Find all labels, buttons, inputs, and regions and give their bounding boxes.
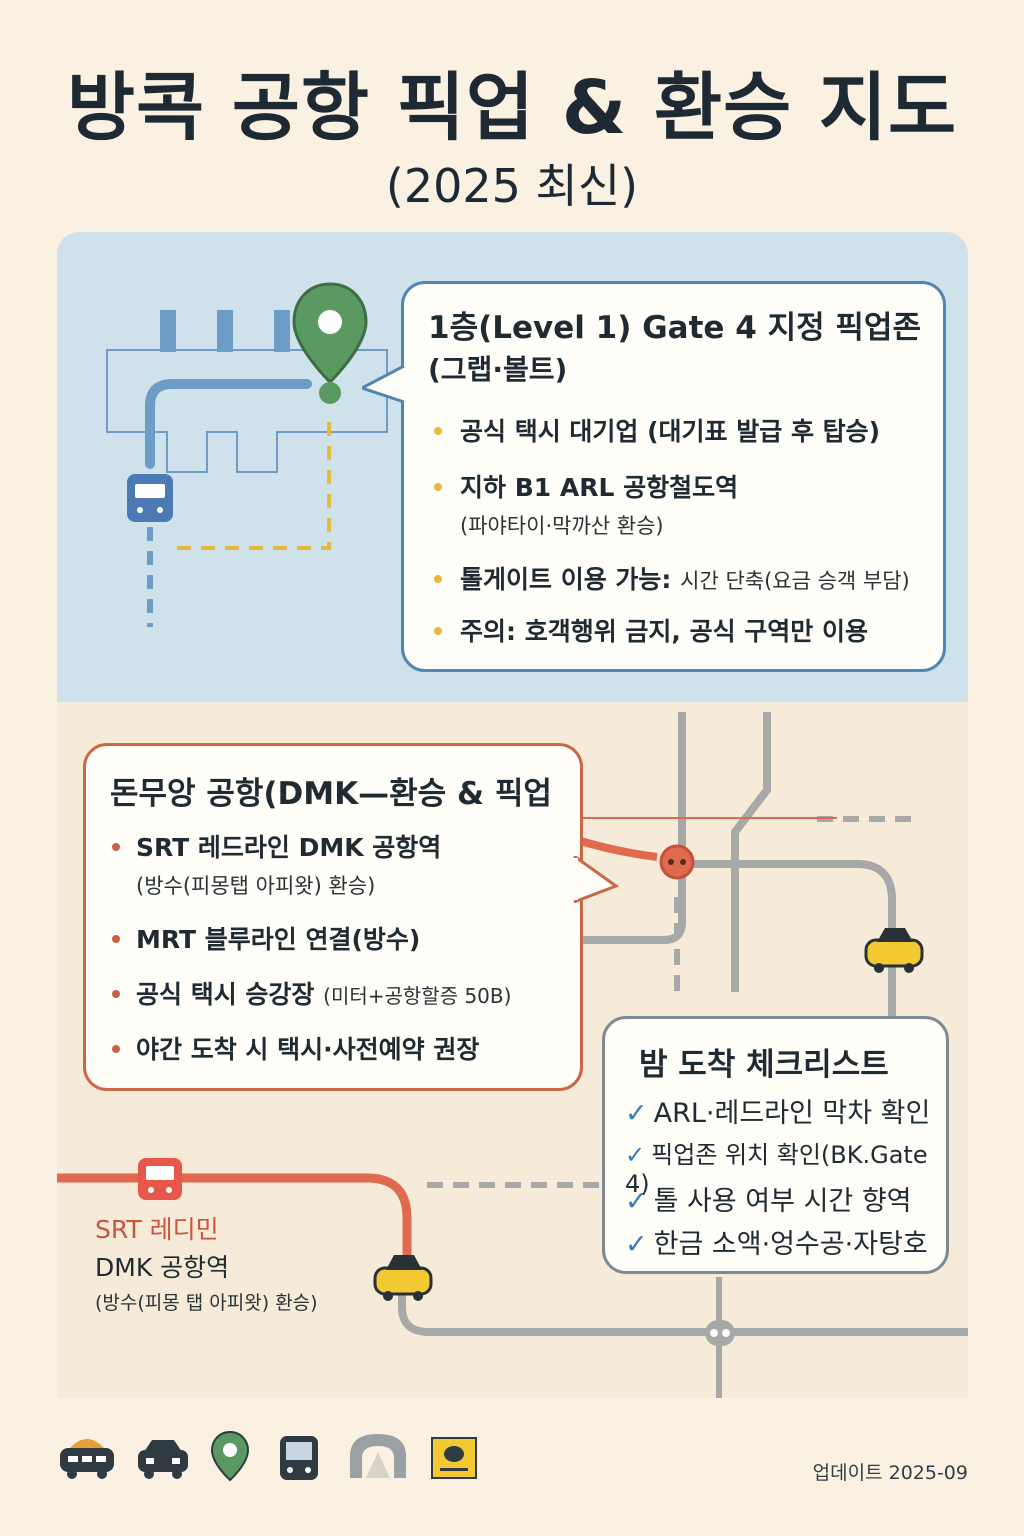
map-label-dmk-station: DMK 공항역 bbox=[95, 1253, 230, 1282]
checkmark-icon: ✓ bbox=[625, 1141, 646, 1169]
callout-pointer-top bbox=[362, 366, 411, 404]
suvarnabhumi-item-2-sub: (파야타이·막까산 환승) bbox=[460, 514, 664, 538]
legend bbox=[60, 1430, 477, 1482]
checkmark-icon: ✓ bbox=[625, 1186, 648, 1217]
bus-icon bbox=[280, 1436, 318, 1480]
bullet-icon bbox=[112, 843, 120, 851]
suvarnabhumi-info-card: 1층(Level 1) Gate 4 지정 픽업존 (그랩·볼트) 공식 택시 … bbox=[401, 281, 946, 672]
page-subtitle: (2025 최신) bbox=[385, 159, 639, 213]
suvarnabhumi-card-subtitle: (그랩·볼트) bbox=[428, 353, 568, 386]
dmk-card-title: 돈무앙 공항(DMK—환승 & 픽업 bbox=[110, 776, 552, 812]
terminal-gate-1 bbox=[160, 310, 176, 352]
checklist-item-2: ✓픽업존 위치 확인(BK.Gate 4) bbox=[625, 1141, 928, 1198]
dmk-item-4: 야간 도착 시 택시·사전예약 권장 bbox=[136, 1035, 480, 1064]
bus-stop-icon bbox=[127, 474, 173, 522]
bullet-icon bbox=[112, 990, 120, 998]
suvarnabhumi-map bbox=[106, 282, 388, 627]
taxi-icon bbox=[60, 1439, 114, 1479]
taxi-map-icon-1 bbox=[864, 928, 924, 973]
map-pin-icon bbox=[210, 1430, 250, 1482]
dmk-item-1-sub: (방수(피몽탭 아피왓) 환승) bbox=[136, 874, 376, 898]
dmk-station-icon bbox=[659, 844, 695, 880]
srt-train-icon bbox=[138, 1158, 182, 1200]
dmk-item-2: MRT 블루라인 연결(방수) bbox=[136, 925, 421, 954]
bullet-icon bbox=[434, 483, 442, 491]
night-checklist-card: 밤 도착 체크리스트 ✓ARL·레드라인 막차 확인 ✓픽업존 위치 확인(BK… bbox=[602, 1016, 949, 1274]
terminal-outline bbox=[106, 349, 388, 473]
checkmark-icon: ✓ bbox=[625, 1098, 648, 1129]
pickup-zone-pin-icon bbox=[292, 282, 368, 404]
suvarnabhumi-item-2: 지하 B1 ARL 공항철도역 bbox=[460, 473, 739, 502]
checklist-item-1: ✓ARL·레드라인 막차 확인 bbox=[625, 1098, 931, 1129]
suvarnabhumi-card-title: 1층(Level 1) Gate 4 지정 픽업존 bbox=[428, 310, 921, 346]
suvarnabhumi-item-4: 주의: 호객행위 금지, 공식 구역만 이용 bbox=[460, 617, 869, 646]
rail-line-gray-2 bbox=[731, 712, 771, 992]
tunnel-icon bbox=[350, 1434, 406, 1478]
bullet-icon bbox=[434, 575, 442, 583]
car-icon bbox=[138, 1440, 188, 1479]
page-title: 방콕 공항 픽업 & 환승 지도 bbox=[66, 65, 958, 151]
map-label-transfer: (방수(피몽 탭 아피왓) 환승) bbox=[95, 1292, 318, 1314]
checklist-item-4: ✓한금 소액·엉수공·자탕호 bbox=[625, 1229, 928, 1260]
checklist-item-3: ✓톨 사용 여부 시간 향역 bbox=[625, 1186, 912, 1217]
suvarnabhumi-item-1: 공식 택시 대기업 (대기표 발급 후 탑승) bbox=[460, 417, 881, 446]
checklist-title: 밤 도착 체크리스트 bbox=[639, 1047, 889, 1083]
bullet-icon bbox=[112, 935, 120, 943]
ticket-icon bbox=[431, 1437, 477, 1479]
bullet-icon bbox=[434, 427, 442, 435]
terminal-gate-2 bbox=[217, 310, 233, 352]
callout-pointer-dmk bbox=[572, 856, 620, 904]
taxi-map-icon-2 bbox=[373, 1255, 433, 1301]
dmk-map bbox=[57, 712, 968, 1398]
suvarnabhumi-item-3: 톨게이트 이용 가능: 시간 단축(요금 승객 부담) bbox=[460, 565, 910, 594]
rail-line-gray-3 bbox=[677, 860, 896, 1020]
bullet-icon bbox=[112, 1045, 120, 1053]
dmk-info-card: 돈무앙 공항(DMK—환승 & 픽업 SRT 레드라인 DMK 공항역 (방수(… bbox=[83, 743, 583, 1091]
rail-line-gray-bottom bbox=[398, 1282, 968, 1336]
dmk-item-3: 공식 택시 승강장 (미터+공항할증 50B) bbox=[136, 980, 512, 1009]
update-date: 업데이트 2025-09 bbox=[812, 1462, 968, 1484]
bullet-icon bbox=[434, 627, 442, 635]
walking-route bbox=[175, 422, 331, 550]
access-road bbox=[145, 379, 312, 469]
map-label-srt: SRT 레디민 bbox=[95, 1215, 219, 1244]
dmk-item-1: SRT 레드라인 DMK 공항역 bbox=[136, 833, 442, 862]
srt-red-line bbox=[57, 1173, 412, 1262]
interchange-station-icon bbox=[705, 1320, 735, 1346]
red-line-connector bbox=[575, 836, 658, 861]
terminal-gate-3 bbox=[274, 310, 290, 352]
checkmark-icon: ✓ bbox=[625, 1229, 648, 1260]
